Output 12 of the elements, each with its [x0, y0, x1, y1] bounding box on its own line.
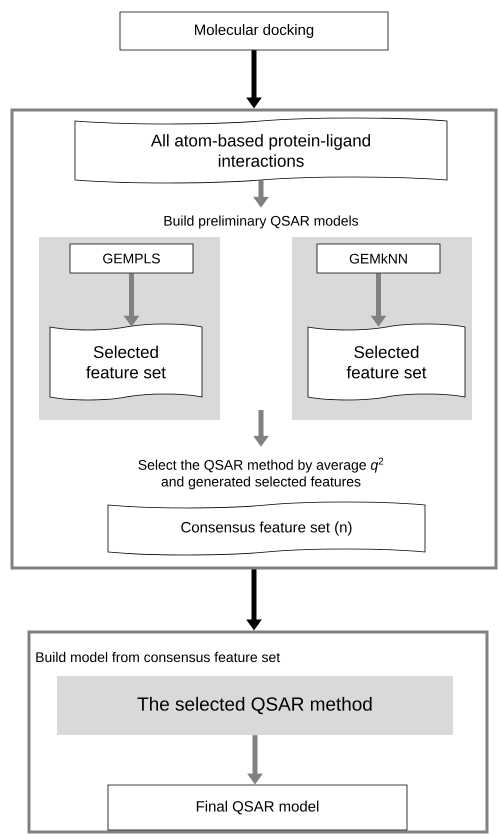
process-box: Molecular docking [120, 12, 388, 50]
process-box: Final QSAR model [108, 784, 408, 830]
document-box: Consensus feature set (n) [108, 502, 426, 556]
step-text: Build preliminary QSAR models [164, 216, 358, 228]
shaded-panel: The selected QSAR method [57, 676, 453, 735]
step-text: Select the QSAR method by average q$^{2}$ and generated selected features [138, 458, 384, 490]
document-box: Selected feature set [50, 324, 202, 400]
process-box: GEMkNN [316, 244, 440, 274]
document-box: All atom-based protein-ligand interactions [74, 118, 448, 184]
frame-box [10, 108, 498, 570]
document-box: Selected feature set [308, 324, 466, 400]
process-box: GEMPLS [70, 244, 194, 274]
